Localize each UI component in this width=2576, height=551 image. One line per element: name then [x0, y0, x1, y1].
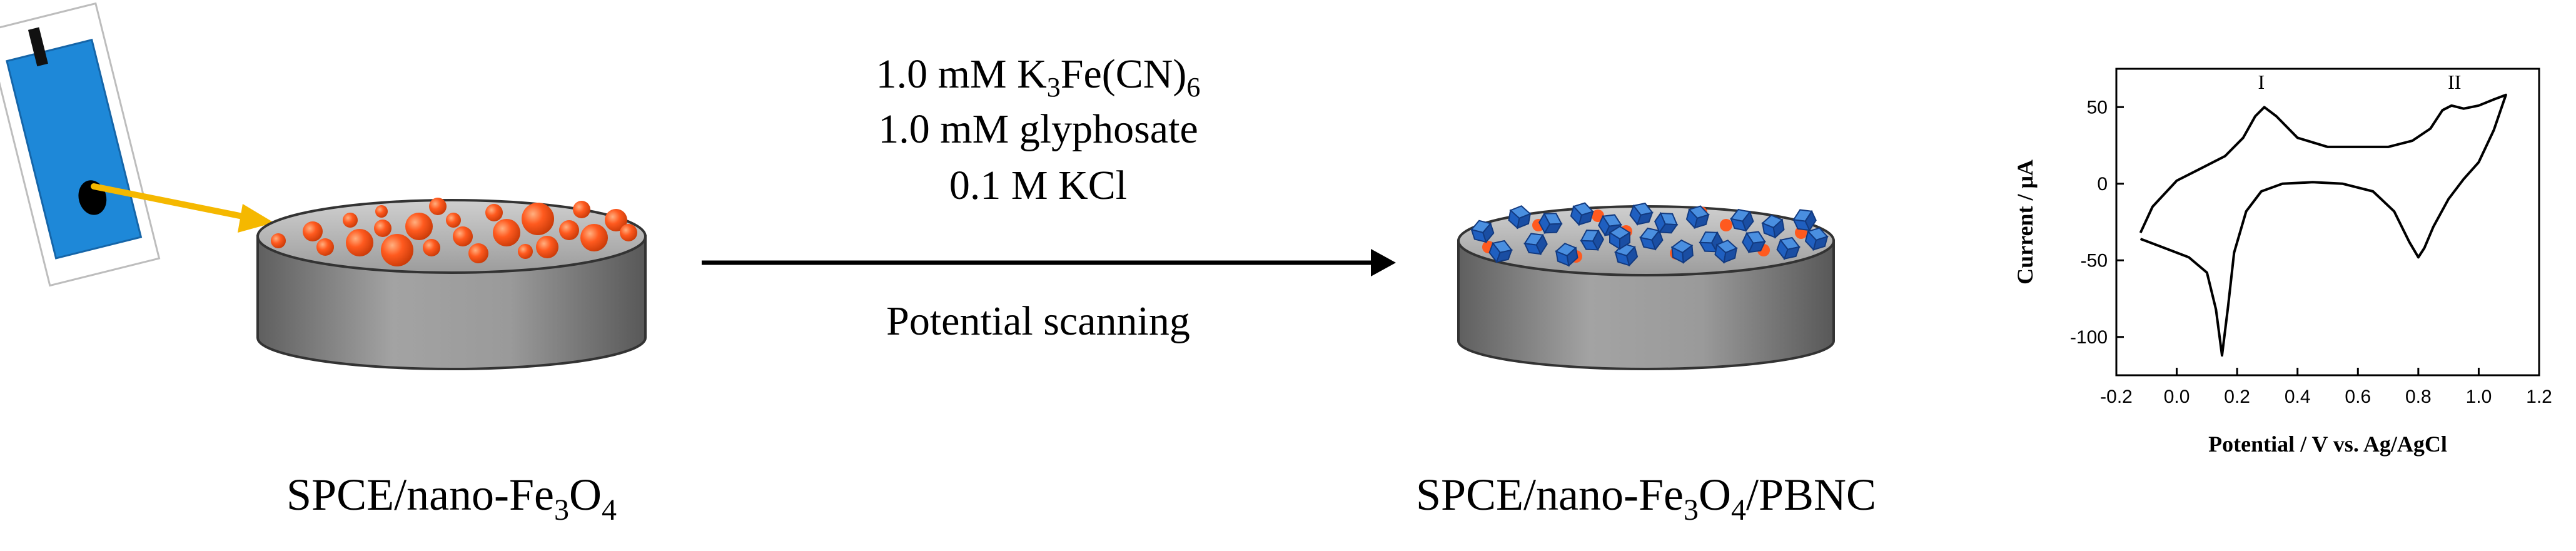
label-left-electrode: SPCE/nano-Fe3O4	[286, 470, 617, 527]
pb-cube-icon	[1609, 225, 1631, 250]
label-right-electrode: SPCE/nano-Fe3O4/PBNC	[1416, 470, 1876, 527]
condition-potential-scanning: Potential scanning	[886, 298, 1190, 344]
nanoparticle-icon	[536, 236, 558, 258]
nanoparticle-icon	[453, 226, 473, 246]
nanoparticle-icon	[522, 203, 554, 235]
cv-curve-series	[2139, 93, 2507, 357]
x-tick-label: 0.2	[2224, 387, 2250, 407]
pbnc-cubes-group	[1470, 202, 1829, 267]
pb-cube-icon	[1714, 240, 1738, 264]
pointer-arrow-icon	[91, 183, 274, 233]
y-tick-label: -100	[2070, 327, 2108, 348]
nanoparticle-icon	[271, 233, 286, 248]
chart-y-axis-label: Current / μA	[2013, 159, 2038, 285]
nanoparticle-icon	[316, 238, 334, 256]
spce-nano-fe3o4-disk-icon	[256, 198, 647, 370]
condition-glyphosate: 1.0 mM glyphosate	[878, 106, 1198, 152]
y-tick-label: 0	[2097, 174, 2108, 195]
peak-label: II	[2448, 71, 2461, 93]
nanoparticle-icon	[343, 213, 358, 228]
nanoparticle-icon	[468, 243, 488, 263]
nanoparticle-icon	[429, 198, 447, 215]
spce-electrode-icon	[0, 2, 161, 287]
x-tick-label: 1.0	[2466, 387, 2492, 407]
nanoparticle-icon	[518, 244, 533, 259]
pb-cube-icon	[1730, 208, 1754, 232]
nanoparticle-icon	[405, 213, 433, 240]
pb-cube-icon	[1776, 236, 1801, 260]
pb-cube-icon	[1792, 209, 1817, 232]
nanoparticle-icon	[381, 234, 413, 266]
nanoparticle-icon	[485, 204, 503, 221]
chart-x-axis-label: Potential / V vs. Ag/AgCl	[2208, 432, 2447, 457]
pb-cube-icon	[1670, 239, 1694, 264]
reaction-arrowhead-icon	[1371, 249, 1396, 276]
pb-cube-icon	[1538, 212, 1563, 235]
nanoparticle-icon	[620, 224, 637, 241]
pb-cube-icon	[1639, 227, 1664, 251]
x-tick-label: 0.4	[2285, 387, 2311, 407]
pb-cube-icon	[1629, 202, 1654, 226]
nanoparticle-icon	[559, 220, 579, 240]
pb-cube-icon	[1804, 227, 1829, 251]
nanoparticle-icon	[605, 209, 627, 231]
x-tick-label: 0.8	[2405, 387, 2432, 407]
nanoparticle-icon	[303, 221, 323, 241]
pb-cube-icon	[1470, 220, 1495, 244]
nanoparticle-icon	[346, 229, 373, 256]
nanoparticle-icon	[374, 220, 391, 237]
chart-plot-frame	[2115, 68, 2540, 377]
pb-cube-icon	[1488, 240, 1513, 263]
pb-cube-icon	[1555, 243, 1578, 267]
pb-cube-icon	[1508, 205, 1532, 230]
pb-cube-icon	[1699, 231, 1723, 253]
pb-cube-icon	[1742, 231, 1766, 254]
condition-kcl: 0.1 M KCl	[949, 163, 1127, 208]
spce-nano-fe3o4-pbnc-disk-icon	[1457, 202, 1835, 370]
pb-cube-icon	[1685, 205, 1710, 230]
nanoparticle-icon	[375, 205, 388, 218]
nanoparticle-icon	[1720, 219, 1732, 231]
pb-cube-icon	[1580, 229, 1604, 251]
x-tick-label: 0.0	[2164, 387, 2190, 407]
pb-cube-icon	[1654, 211, 1679, 234]
y-tick-label: -50	[2081, 250, 2108, 271]
x-tick-label: 1.2	[2526, 387, 2552, 407]
pb-cube-icon	[1761, 215, 1785, 239]
nanoparticle-icon	[493, 219, 520, 246]
nanoparticle-icon	[423, 239, 440, 256]
x-tick-label: -0.2	[2100, 387, 2133, 407]
y-tick-label: 50	[2087, 97, 2108, 118]
nanoparticle-icon	[573, 201, 590, 218]
chart-axis-ticks	[2115, 106, 2540, 375]
chart-tick-labels: -0.2 0.0 0.2 0.4 0.6 0.8 1.0 1.2 50 0 -50 -100	[2070, 97, 2552, 407]
pb-cube-icon	[1570, 202, 1594, 226]
condition-ferricyanide: 1.0 mM K3Fe(CN)6	[876, 51, 1201, 103]
peak-label: I	[2258, 71, 2265, 93]
nanoparticles-group	[271, 198, 637, 266]
pb-cube-icon	[1523, 233, 1548, 256]
pb-cube-icon	[1614, 243, 1639, 267]
nanoparticle-icon	[446, 213, 461, 228]
x-tick-label: 0.6	[2345, 387, 2371, 407]
nanoparticle-icon	[580, 224, 608, 251]
